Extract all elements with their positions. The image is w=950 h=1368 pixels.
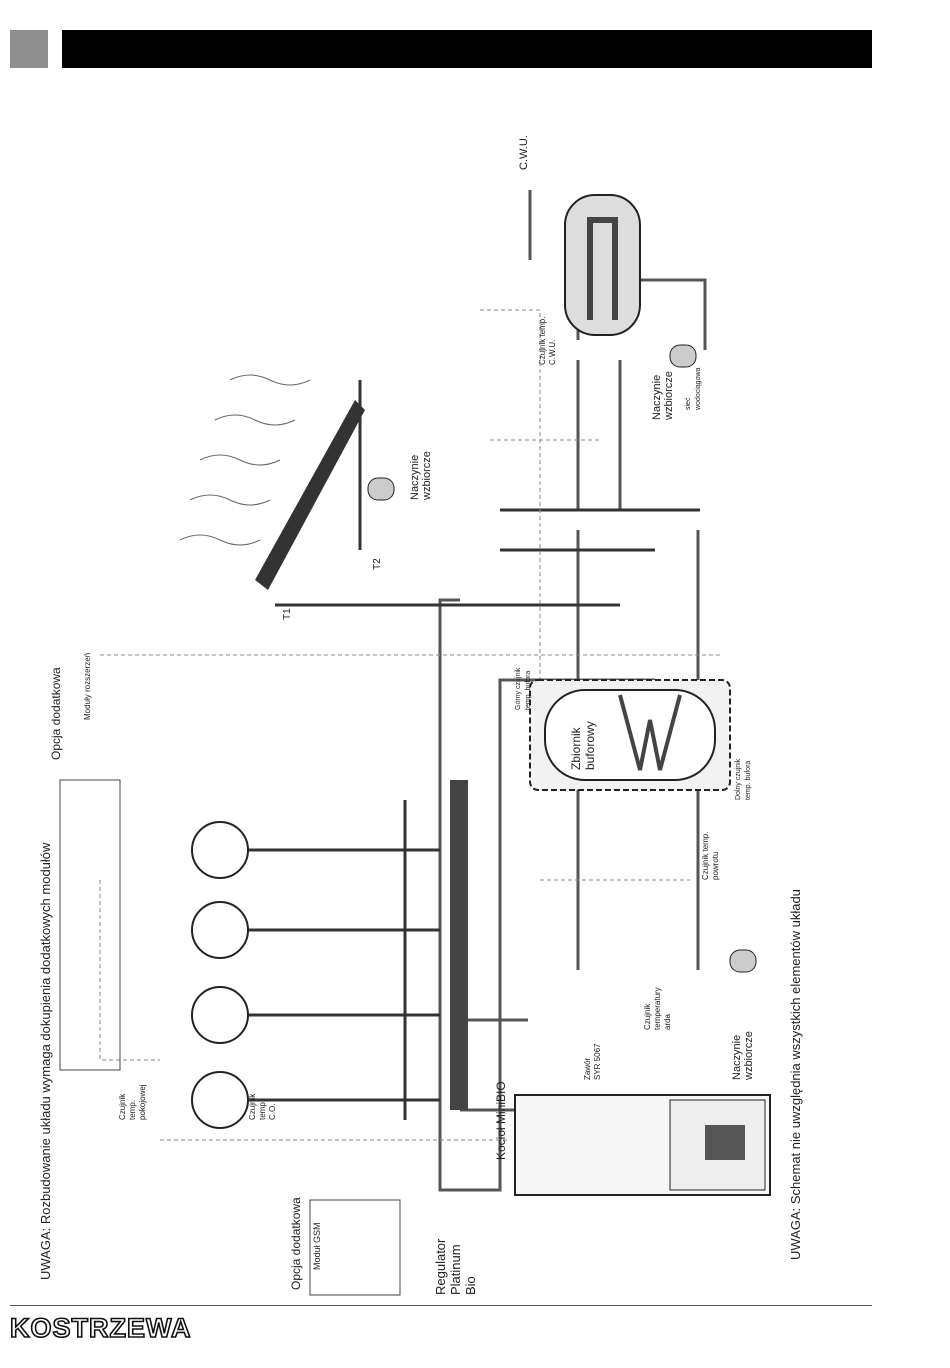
regulator-label-3: Bio (463, 1276, 478, 1295)
solar-t1: T1 (282, 608, 293, 620)
room-sensor-2: temp. (128, 1100, 137, 1120)
heating-schematic: UWAGA: Rozbudowanie układu wymaga dokupi… (38, 135, 803, 1296)
header-square (10, 30, 48, 68)
vessel-dhw-1: Naczynie (651, 375, 663, 420)
return-sensor-2: powrotu (711, 852, 720, 880)
buffer-tank (529, 679, 731, 791)
safety-sensor-2: temperatury (653, 987, 662, 1030)
co-sensor-2: temp. (258, 1100, 267, 1120)
expansion-vessels (367, 344, 757, 973)
valve-label-2: SYR 5067 (593, 1043, 602, 1080)
expansion-module: Moduły rozszerzeń (83, 653, 92, 720)
hydronic-lines (220, 380, 700, 1120)
vessel-label-1: Naczynie (731, 1035, 743, 1080)
valve-label-1: Zawór (583, 1057, 592, 1080)
heating-circuits (191, 780, 468, 1129)
buffer-lower-2: temp. bufora (745, 761, 752, 800)
water-network-2: wodociągowa (695, 367, 702, 411)
header-bar (62, 30, 872, 68)
co-sensor-3: C.O. (268, 1104, 277, 1120)
boiler (514, 1094, 771, 1196)
return-sensor-1: Czujnik temp. (701, 832, 710, 880)
buffer-label-1: Zbiornik (569, 726, 583, 770)
solar-collector (179, 374, 365, 590)
kostrzewa-logo: KOSTRZEWA (9, 1312, 192, 1344)
vessel-solar-2: wzbiorcze (421, 451, 433, 501)
regulator-label-1: Regulator (433, 1238, 448, 1295)
safety-sensor-3: arda (663, 1013, 672, 1030)
note-bottom: UWAGA: Schemat nie uwzględnia wszystkich… (788, 889, 803, 1260)
vessel-solar-1: Naczynie (409, 455, 421, 500)
dhw-label: C.W.U. (518, 135, 530, 170)
dhw-sensor-2: C.W.U. (548, 340, 557, 365)
gsm-box (309, 1199, 401, 1296)
buffer-upper-2: temp. bufora (525, 671, 532, 710)
vessel-label-2: wzbiorcze (743, 1031, 755, 1081)
boiler-label: Kocioł MiniBIO (494, 1081, 508, 1160)
gsm-module: Moduł GSM (312, 1222, 322, 1270)
co-sensor-1: Czujnik (248, 1093, 257, 1120)
note-top: UWAGA: Rozbudowanie układu wymaga dokupi… (38, 842, 53, 1280)
buffer-lower-1: Dolny czujnik (735, 758, 742, 800)
buffer-label-2: buforowy (583, 721, 597, 770)
water-network-1: sieć (685, 397, 692, 410)
regulator-label-2: Platinum (448, 1244, 463, 1295)
sensor-wiring (99, 309, 720, 1141)
footer-rule (10, 1305, 872, 1306)
page-header (0, 0, 950, 80)
room-sensor-3: pokojowej (138, 1084, 147, 1120)
room-sensor-1: Czujnik (118, 1093, 127, 1120)
buffer-upper-1: Górny czujnik (515, 667, 522, 710)
dhw-sensor-1: Czujnik temp. (538, 317, 547, 365)
safety-sensor-1: Czujnik (643, 1003, 652, 1030)
dhw-cylinder (564, 194, 641, 336)
optional-gsm-label: Opcja dodatkowa (289, 1197, 303, 1290)
optional-modules-frame (59, 779, 121, 1071)
solar-t2: T2 (372, 558, 383, 570)
vessel-dhw-2: wzbiorcze (663, 371, 675, 421)
optional-label: Opcja dodatkowa (49, 667, 63, 760)
